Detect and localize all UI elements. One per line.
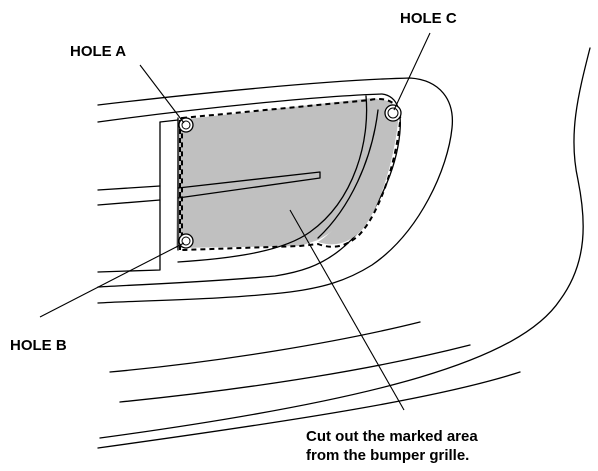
caption-line-1: Cut out the marked area <box>306 428 478 445</box>
cut-outline <box>181 98 402 252</box>
hole-c-label: HOLE C <box>400 10 457 27</box>
leader-line-hole-c <box>393 32 431 111</box>
bumper-contour-line <box>97 371 521 449</box>
grille-surround-inner <box>97 93 401 288</box>
instruction-caption: Cut out the marked area from the bumper … <box>306 427 478 465</box>
cut-area <box>176 98 384 248</box>
cut-area-side <box>318 99 399 245</box>
grille-frame <box>159 119 179 123</box>
leader-line-hole-a <box>139 64 185 124</box>
hole-c <box>384 104 402 122</box>
grille-slat <box>97 199 161 206</box>
hole-a <box>178 117 194 133</box>
bumper-contour-line <box>109 321 421 373</box>
grille-slat <box>177 171 321 199</box>
bumper-contour-line <box>119 344 471 403</box>
hole-a-label: HOLE A <box>70 43 127 60</box>
leader-line-hole-b <box>39 242 185 318</box>
body-edge-line <box>99 47 591 439</box>
leader-line-caption <box>289 209 405 411</box>
grille-frame <box>97 121 161 273</box>
hole-b <box>178 233 194 249</box>
caption-line-2: from the bumper grille. <box>306 447 470 464</box>
grille-slat <box>97 185 161 191</box>
inner-sweep <box>177 95 368 263</box>
grille-surround-outer <box>97 77 454 304</box>
inner-sweep <box>317 109 379 239</box>
hole-b-label: HOLE B <box>10 337 67 354</box>
